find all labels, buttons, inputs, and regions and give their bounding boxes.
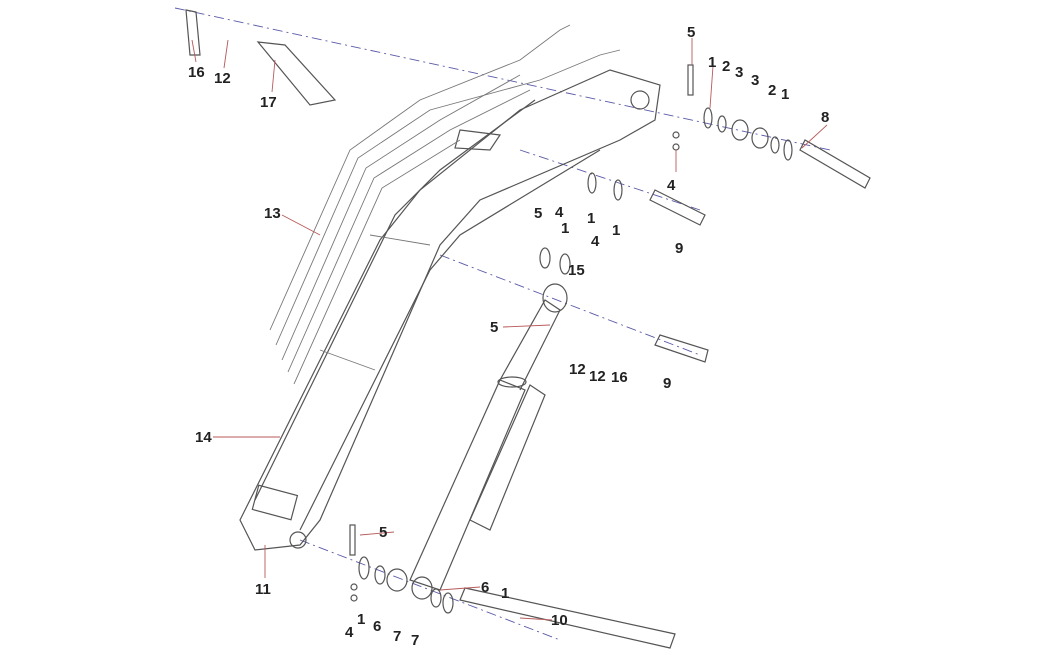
part-label: 5 — [687, 24, 695, 41]
leader-lines — [191, 38, 828, 621]
part-label: 10 — [551, 612, 568, 629]
part-label: 8 — [821, 109, 829, 126]
part-label: 12 — [569, 361, 586, 378]
part-label: 3 — [735, 64, 743, 81]
part-label: 9 — [663, 375, 671, 392]
part-label: 11 — [255, 581, 271, 598]
hydraulic-cylinder — [409, 283, 568, 591]
part-label: 5 — [490, 319, 498, 336]
part-label: 1 — [708, 54, 716, 71]
part-label: 5 — [379, 524, 387, 541]
part-label: 4 — [591, 233, 600, 250]
part-label: 4 — [667, 177, 676, 194]
part-label: 3 — [751, 72, 759, 89]
axis-lines — [174, 7, 831, 641]
part-label: 4 — [555, 204, 564, 221]
part-label: 12 — [589, 368, 606, 385]
part-label: 6 — [373, 618, 381, 635]
part-label: 2 — [768, 82, 776, 99]
part-label: 1 — [561, 220, 569, 237]
part-label: 13 — [264, 205, 281, 222]
part-label: 1 — [587, 210, 595, 227]
part-label: 7 — [393, 628, 401, 645]
part-label: 1 — [612, 222, 620, 239]
part-label: 1 — [357, 611, 365, 628]
washers-bushings — [350, 107, 793, 614]
part-label: 1 — [501, 585, 509, 602]
boom-body — [239, 69, 661, 551]
part-label: 17 — [260, 94, 277, 111]
part-label: 12 — [214, 70, 231, 87]
part-label: 2 — [722, 58, 730, 75]
part-labels: 16 12 17 5 1 2 3 3 2 1 8 4 5 4 1 1 9 13 … — [188, 24, 829, 649]
part-label: 15 — [568, 262, 585, 279]
part-label: 1 — [781, 86, 789, 103]
part-label: 4 — [345, 624, 354, 641]
part-label: 16 — [611, 369, 628, 386]
pins — [185, 9, 871, 649]
hydraulic-pipes — [269, 24, 621, 385]
part-label: 7 — [411, 632, 419, 649]
part-label: 6 — [481, 579, 489, 596]
part-label: 16 — [188, 64, 205, 81]
part-label: 9 — [675, 240, 683, 257]
part-label: 5 — [534, 205, 542, 222]
part-label: 14 — [195, 429, 212, 446]
